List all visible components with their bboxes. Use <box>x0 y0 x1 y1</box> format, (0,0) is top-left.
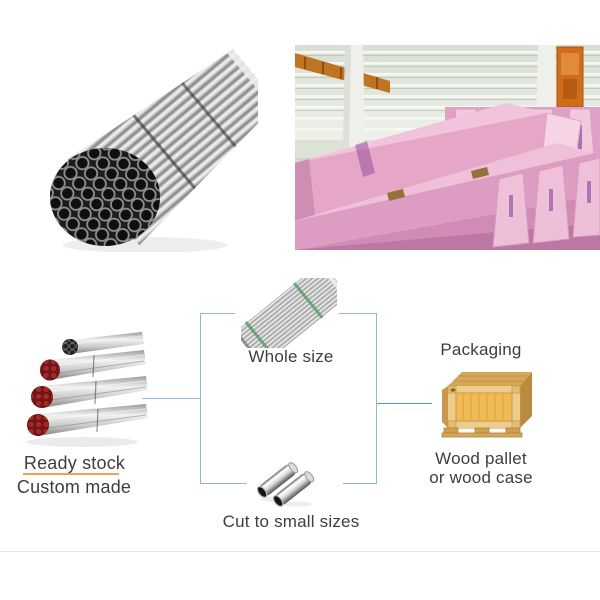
cut-pipe-2 <box>272 471 315 507</box>
whole-size-label: Whole size <box>248 347 334 366</box>
ready-stock-image <box>20 330 148 448</box>
packaging-label: Packaging <box>440 340 522 359</box>
connector-top-right-branch <box>339 313 376 314</box>
connector-right-vertical <box>376 313 377 484</box>
crate-top-face <box>448 372 532 386</box>
cut-pipe-1 <box>256 462 299 498</box>
whole-size-image <box>241 278 337 348</box>
wood-pallet-label: Wood pallet or wood case <box>411 449 551 487</box>
crate-front-face <box>447 385 521 429</box>
wooden-crate-image <box>428 362 536 440</box>
green-band <box>244 320 276 348</box>
cut-small-image <box>249 449 325 507</box>
stack-shadow <box>26 437 138 447</box>
steel-pipe-bundle-photo <box>30 40 258 252</box>
bundle-row-2 <box>40 350 146 381</box>
steel-pipe-bundle-graphic <box>50 40 258 252</box>
wood-pallet-line1: Wood pallet <box>435 449 527 468</box>
wood-pallet-line2: or wood case <box>429 468 533 487</box>
stacked-bundles-graphic <box>26 332 148 447</box>
section-divider <box>0 551 600 552</box>
ready-stock-label: Ready stock <box>23 453 126 473</box>
crate-pallet <box>441 427 523 438</box>
ready-stock-underline <box>23 473 119 475</box>
connector-mid-left-branch <box>142 398 201 399</box>
bundle-row-3 <box>31 376 148 408</box>
connector-bottom-left-branch <box>200 483 247 484</box>
warehouse-graphic <box>295 45 600 250</box>
pipe-bundle-end-face <box>50 148 160 246</box>
wooden-crate-graphic <box>441 372 532 438</box>
green-band <box>292 281 324 319</box>
middle-row-ribbons <box>509 181 591 217</box>
cut-pipes-graphic <box>256 462 315 507</box>
cut-small-label: Cut to small sizes <box>222 512 360 531</box>
crate-left-face <box>442 386 448 428</box>
bundle-row-4 <box>27 404 148 436</box>
connector-bottom-right-branch <box>343 483 376 484</box>
thin-pipe-bundle-graphic <box>241 278 337 348</box>
crate-right-face <box>520 372 532 428</box>
bundle-row-1 <box>62 332 144 355</box>
connector-top-left-branch <box>200 313 235 314</box>
orange-hoist <box>556 46 584 121</box>
pink-packages-warehouse-photo <box>295 45 600 250</box>
thin-pipes <box>241 278 337 348</box>
custom-made-label: Custom made <box>16 477 132 497</box>
connector-mid-right-branch <box>377 403 432 404</box>
